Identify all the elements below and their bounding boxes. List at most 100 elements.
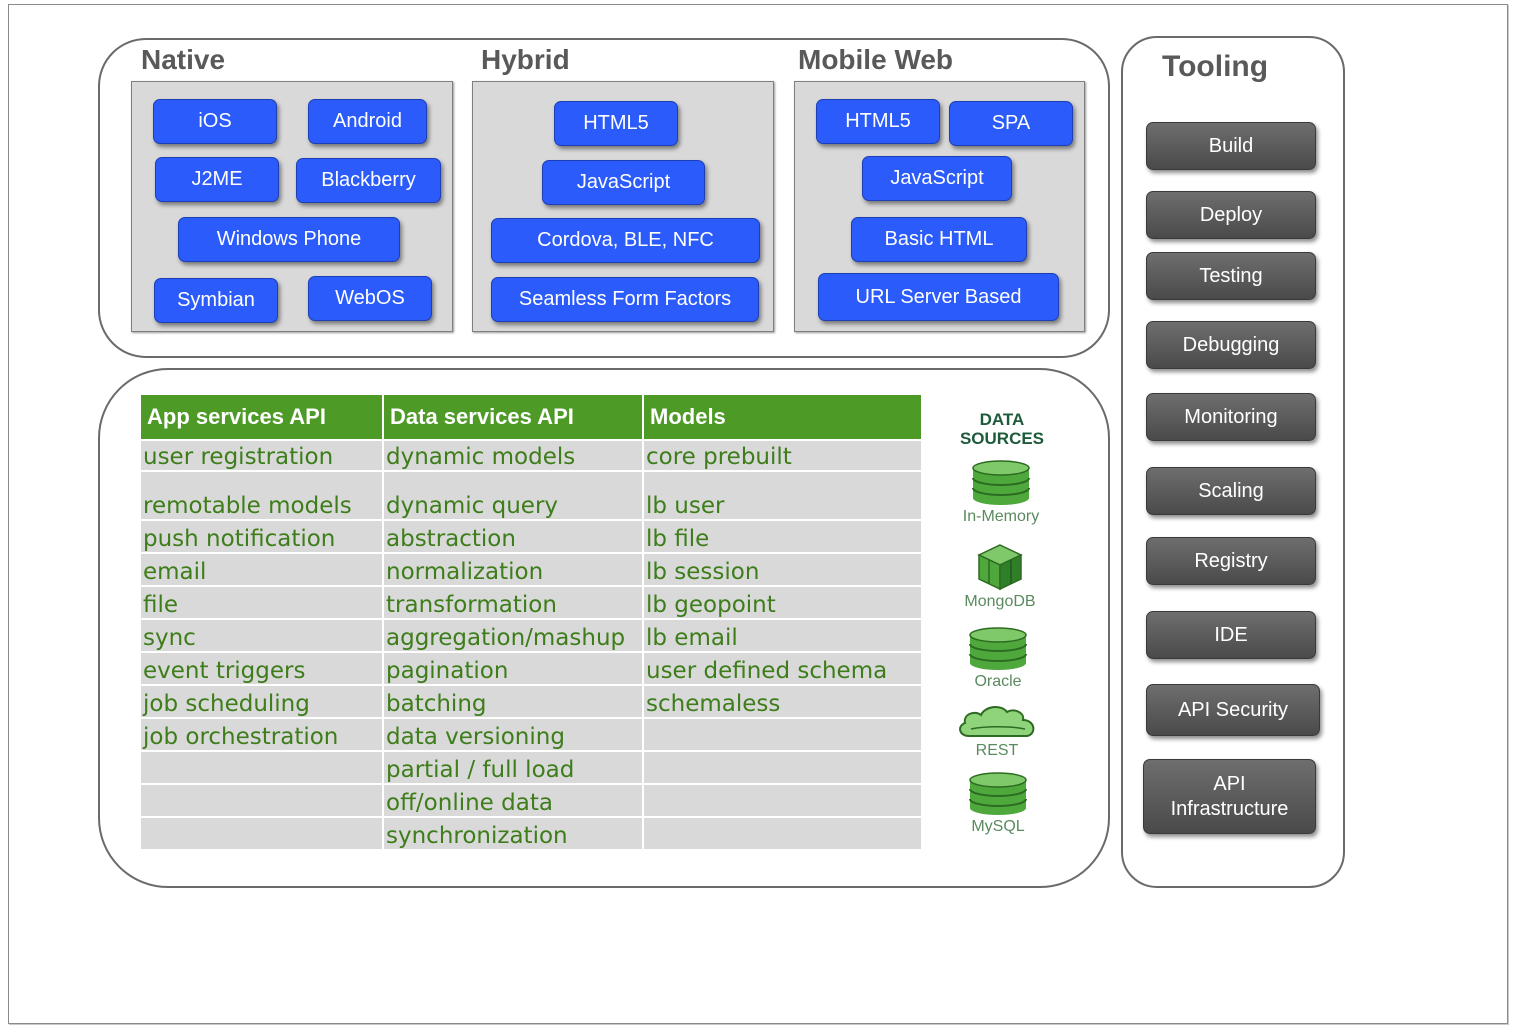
table-row: job scheduling batching schemaless xyxy=(141,686,921,717)
tool-api-infrastructure: API Infrastructure xyxy=(1143,759,1316,834)
table-cell: core prebuilt xyxy=(644,441,921,470)
table-row: push notification abstraction lb file xyxy=(141,521,921,552)
mobile-web-spa: SPA xyxy=(949,101,1073,146)
tool-registry: Registry xyxy=(1146,537,1316,585)
table-row: event triggers pagination user defined s… xyxy=(141,653,921,684)
mobile-web-javascript: JavaScript xyxy=(862,156,1012,201)
native-android: Android xyxy=(308,99,427,144)
mongodb-cube-icon xyxy=(977,544,1023,591)
mobile-web-basic-html: Basic HTML xyxy=(851,217,1027,262)
table-cell: partial / full load xyxy=(384,752,642,783)
tool-debugging: Debugging xyxy=(1146,321,1316,369)
table-cell: dynamic query xyxy=(384,472,642,519)
table-cell: job orchestration xyxy=(141,719,382,750)
table-row: partial / full load xyxy=(141,752,921,783)
hybrid-heading: Hybrid xyxy=(481,44,570,75)
data-source-label: In-Memory xyxy=(962,508,1040,525)
table-row: file transformation lb geopoint xyxy=(141,587,921,618)
data-source-rest: REST xyxy=(942,704,1052,760)
table-row: user registration dynamic models core pr… xyxy=(141,441,921,470)
table-cell xyxy=(644,785,921,816)
table-cell: abstraction xyxy=(384,521,642,552)
table-cell xyxy=(644,719,921,750)
hybrid-seamless-form-factors: Seamless Form Factors xyxy=(491,277,759,322)
table-cell: synchronization xyxy=(384,818,642,849)
table-cell: lb user xyxy=(644,472,921,519)
table-cell: off/online data xyxy=(384,785,642,816)
native-symbian: Symbian xyxy=(154,278,278,323)
data-source-mysql: MySQL xyxy=(943,772,1053,836)
native-j2me: J2ME xyxy=(155,157,279,202)
tool-testing: Testing xyxy=(1146,252,1316,300)
table-row: job orchestration data versioning xyxy=(141,719,921,750)
native-blackberry: Blackberry xyxy=(296,158,441,203)
table-cell: dynamic models xyxy=(384,441,642,470)
table-cell xyxy=(141,752,382,783)
native-heading: Native xyxy=(141,44,226,75)
hybrid-html5: HTML5 xyxy=(554,101,678,146)
data-source-mongodb: MongoDB xyxy=(945,543,1055,611)
data-source-oracle: Oracle xyxy=(943,627,1053,691)
data-source-label: MySQL xyxy=(971,818,1025,835)
data-services-header: Data services API xyxy=(384,395,642,439)
tool-scaling: Scaling xyxy=(1146,467,1316,515)
table-cell: user registration xyxy=(141,441,382,470)
table-cell: user defined schema xyxy=(644,653,921,684)
tool-deploy: Deploy xyxy=(1146,191,1316,239)
table-cell: schemaless xyxy=(644,686,921,717)
cloud-icon xyxy=(959,706,1035,737)
database-cylinder-icon xyxy=(972,460,1030,505)
app-services-header: App services API xyxy=(141,395,382,439)
models-header: Models xyxy=(644,395,921,439)
data-source-label: Oracle xyxy=(974,673,1022,690)
table-cell xyxy=(644,818,921,849)
table-cell: lb email xyxy=(644,620,921,651)
table-cell: pagination xyxy=(384,653,642,684)
tool-ide: IDE xyxy=(1146,611,1316,659)
table-row: email normalization lb session xyxy=(141,554,921,585)
api-table: App services API Data services API Model… xyxy=(139,393,923,851)
table-cell: remotable models xyxy=(141,472,382,519)
native-windows-phone: Windows Phone xyxy=(178,217,400,262)
table-cell: data versioning xyxy=(384,719,642,750)
database-cylinder-icon xyxy=(969,772,1027,815)
table-cell: file xyxy=(141,587,382,618)
data-source-label: REST xyxy=(975,742,1019,759)
table-cell: lb file xyxy=(644,521,921,552)
mobile-web-url-server-based: URL Server Based xyxy=(818,273,1059,321)
native-ios: iOS xyxy=(153,99,277,144)
table-cell: sync xyxy=(141,620,382,651)
tool-build: Build xyxy=(1146,122,1316,170)
diagram-frame xyxy=(8,4,1508,1024)
tooling-panel xyxy=(1121,36,1345,888)
data-source-in-memory: In-Memory xyxy=(946,460,1056,526)
table-cell: normalization xyxy=(384,554,642,585)
tooling-heading: Tooling xyxy=(1162,50,1269,83)
table-cell: batching xyxy=(384,686,642,717)
table-cell xyxy=(141,785,382,816)
table-cell xyxy=(644,752,921,783)
table-row: synchronization xyxy=(141,818,921,849)
mobile-web-html5: HTML5 xyxy=(816,99,940,144)
table-cell: lb geopoint xyxy=(644,587,921,618)
tool-api-security: API Security xyxy=(1146,684,1320,736)
table-cell: email xyxy=(141,554,382,585)
table-row: sync aggregation/mashup lb email xyxy=(141,620,921,651)
hybrid-javascript: JavaScript xyxy=(542,160,705,205)
data-source-label: MongoDB xyxy=(964,593,1036,610)
hybrid-cordova: Cordova, BLE, NFC xyxy=(491,218,760,263)
table-cell: aggregation/mashup xyxy=(384,620,642,651)
tool-monitoring: Monitoring xyxy=(1146,393,1316,441)
table-cell: lb session xyxy=(644,554,921,585)
database-cylinder-icon xyxy=(969,627,1027,670)
table-cell: push notification xyxy=(141,521,382,552)
table-row: remotable models dynamic query lb user xyxy=(141,472,921,519)
table-row: off/online data xyxy=(141,785,921,816)
table-header-row: App services API Data services API Model… xyxy=(141,395,921,439)
table-cell: job scheduling xyxy=(141,686,382,717)
table-cell: transformation xyxy=(384,587,642,618)
native-webos: WebOS xyxy=(308,276,432,321)
mobile-web-heading: Mobile Web xyxy=(798,44,954,75)
table-cell xyxy=(141,818,382,849)
data-sources-title: DATA SOURCES xyxy=(959,410,1045,448)
